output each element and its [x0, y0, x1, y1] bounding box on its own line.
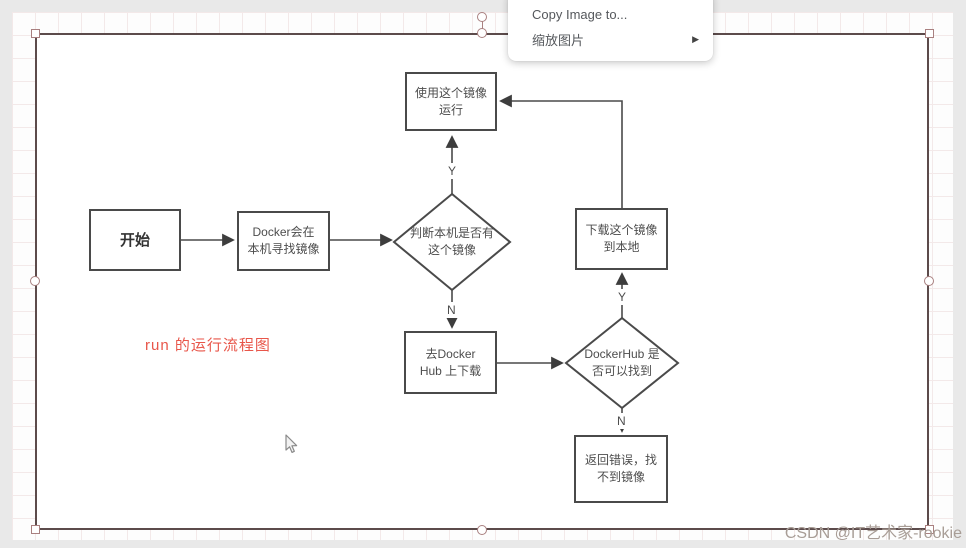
- resize-handle-top-right[interactable]: [925, 29, 934, 38]
- context-menu: Copy Image to... 缩放图片 ▶: [508, 0, 713, 61]
- rotate-handle[interactable]: [477, 12, 487, 22]
- menu-item-zoom-image[interactable]: 缩放图片 ▶: [508, 27, 713, 52]
- resize-handle-bottom-right[interactable]: [925, 525, 934, 534]
- edge-label-hub-no: N: [614, 413, 629, 429]
- watermark-text: CSDN @IT艺术家-rookie: [784, 525, 962, 542]
- flow-node-download: 下载这个镜像 到本地: [575, 208, 668, 270]
- resize-handle-middle-right[interactable]: [924, 276, 934, 286]
- resize-handle-top-center[interactable]: [477, 28, 487, 38]
- menu-item-label: 缩放图片: [532, 33, 585, 48]
- flow-node-use-image: 使用这个镜像 运行: [405, 72, 497, 131]
- flow-node-go-hub: 去Docker Hub 上下载: [404, 331, 497, 394]
- edge-label-hub-yes: Y: [615, 289, 630, 305]
- submenu-arrow-icon: ▶: [692, 34, 699, 44]
- flow-node-start: 开始: [89, 209, 181, 271]
- flow-node-check-local: 判断本机是否有 这个镜像: [409, 226, 494, 257]
- mouse-cursor-icon: [283, 434, 299, 461]
- edge-label-local-no: N: [444, 302, 459, 318]
- flow-node-error: 返回错误，找 不到镜像: [574, 435, 668, 503]
- resize-handle-top-left[interactable]: [31, 29, 40, 38]
- flow-node-check-hub: DockerHub 是 否可以找到: [584, 347, 660, 378]
- menu-item-copy-image-to[interactable]: Copy Image to...: [508, 2, 713, 27]
- resize-handle-middle-left[interactable]: [30, 276, 40, 286]
- rotate-handle-stem: [482, 21, 483, 29]
- menu-item-label: Copy Image to...: [532, 7, 628, 22]
- edge-label-local-yes: Y: [445, 163, 460, 179]
- flow-node-find-local: Docker会在 本机寻找镜像: [237, 211, 330, 271]
- resize-handle-bottom-left[interactable]: [31, 525, 40, 534]
- resize-handle-bottom-center[interactable]: [477, 525, 487, 535]
- flowchart-caption: run 的运行流程图: [145, 337, 271, 354]
